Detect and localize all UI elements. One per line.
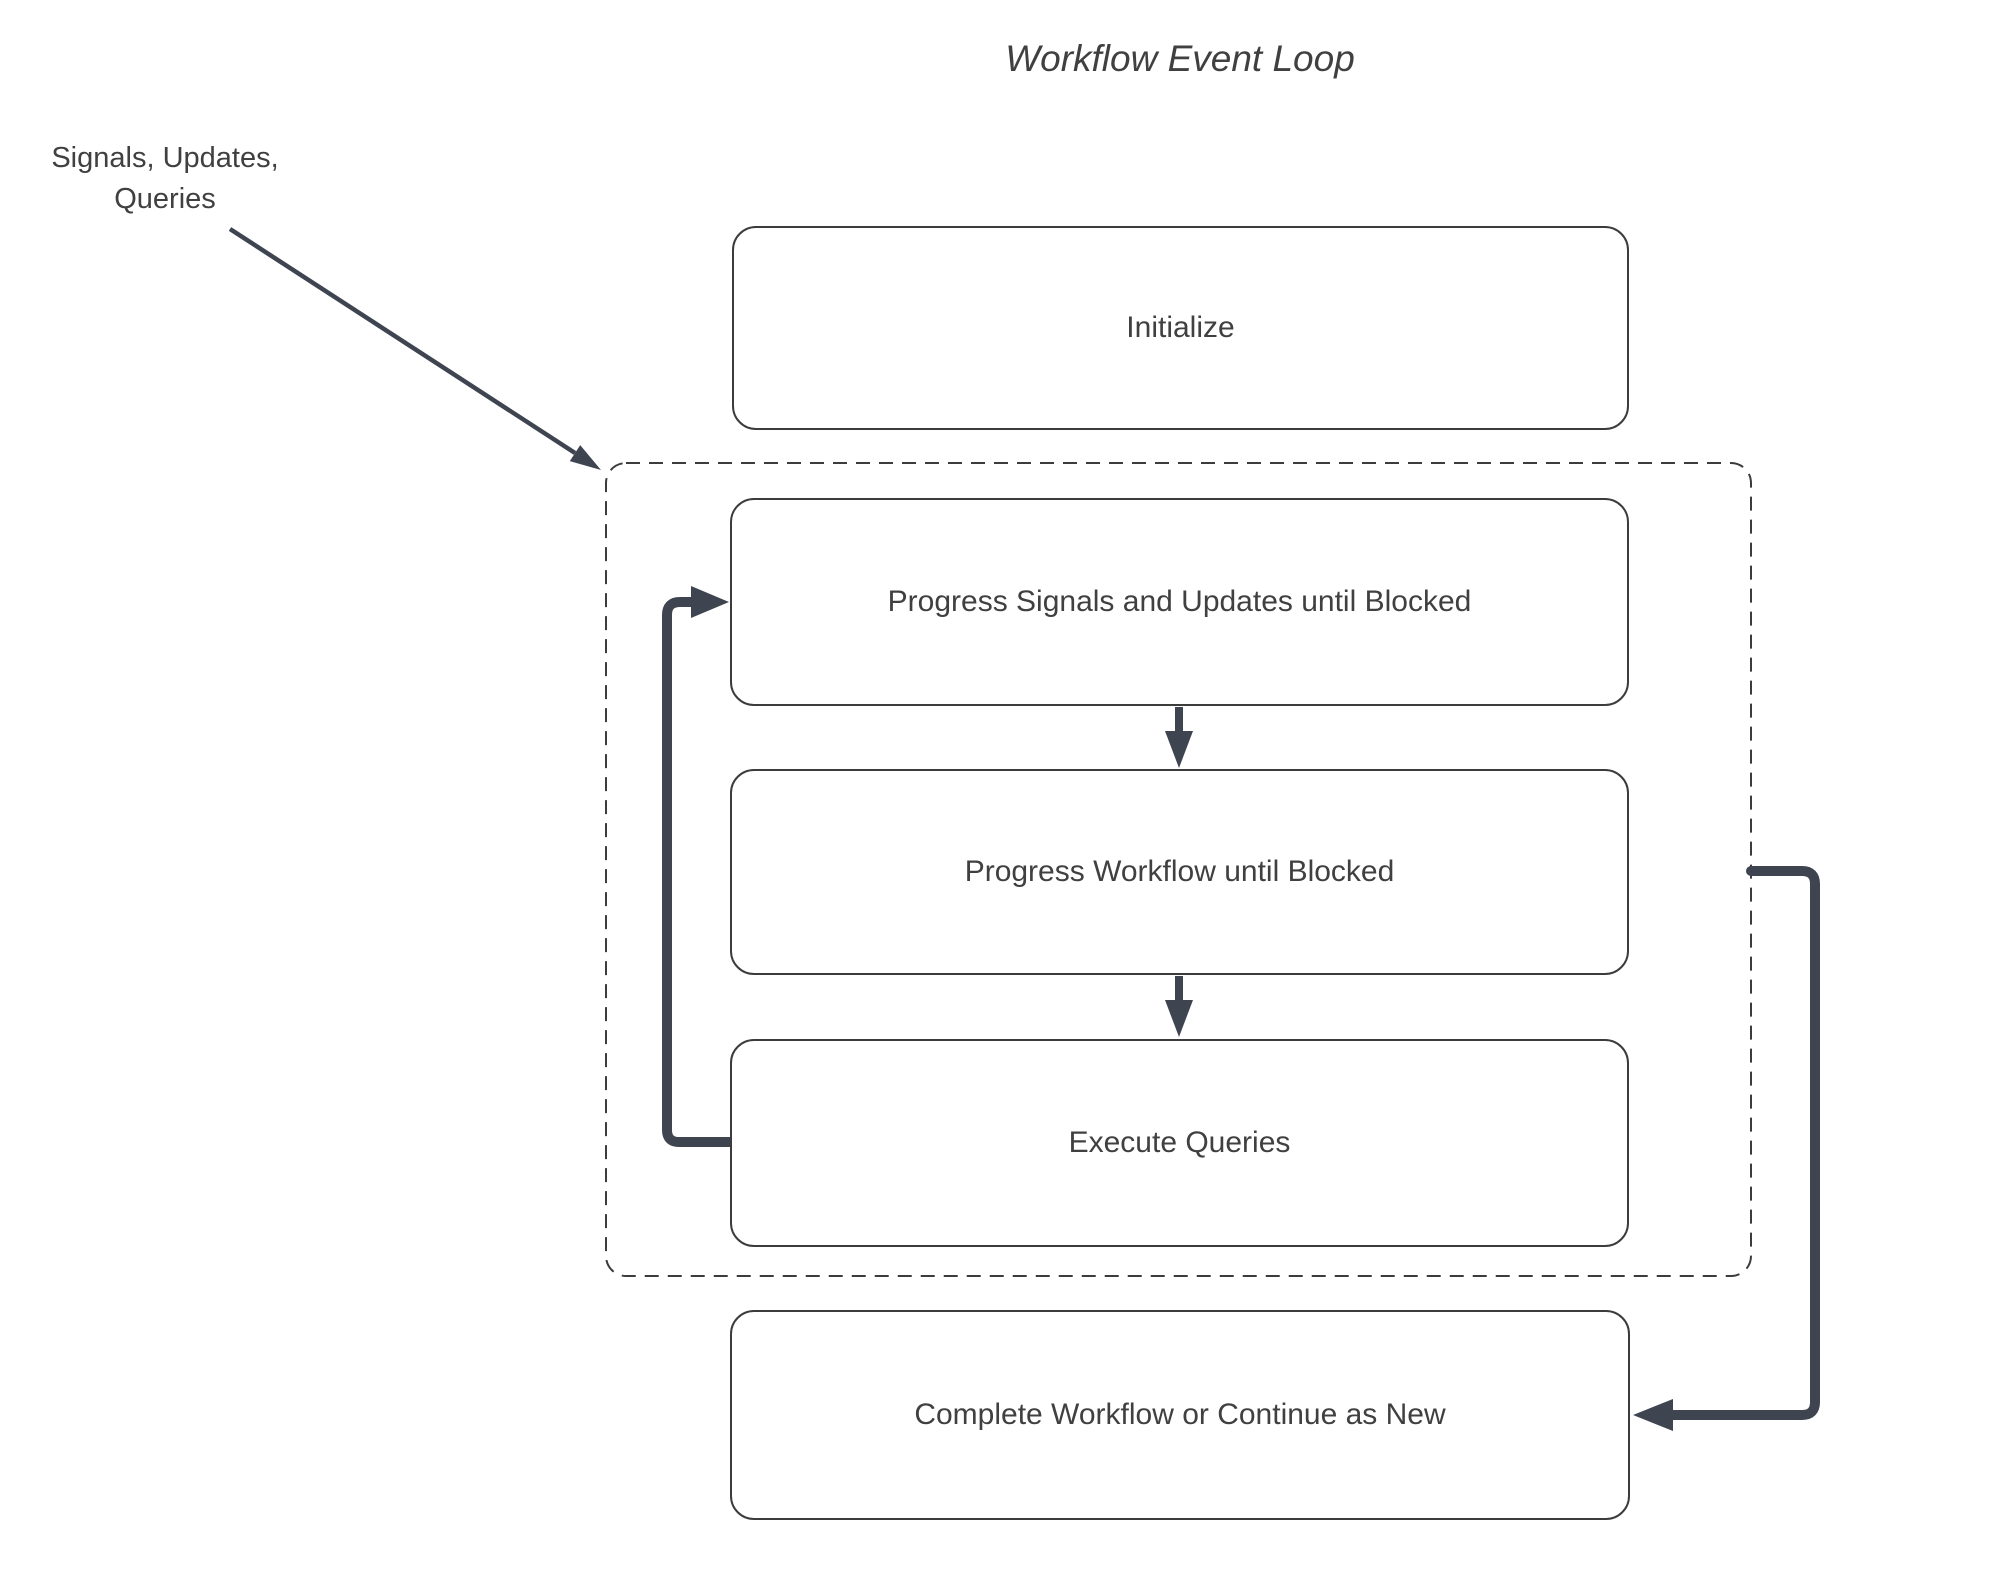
node-progress-signals: Progress Signals and Updates until Block… xyxy=(730,498,1629,706)
node-initialize-label: Initialize xyxy=(1126,311,1235,344)
arrow-workflow-to-queries xyxy=(1165,976,1193,1037)
node-progress-workflow: Progress Workflow until Blocked xyxy=(730,769,1629,975)
arrow-signals-to-workflow xyxy=(1165,707,1193,768)
continue-as-new-arrow xyxy=(1633,866,1820,1431)
loop-back-arrow xyxy=(662,586,730,1147)
node-progress-signals-label: Progress Signals and Updates until Block… xyxy=(887,585,1472,618)
node-initialize: Initialize xyxy=(732,226,1629,430)
page-title: Workflow Event Loop xyxy=(1005,38,1355,79)
node-progress-workflow-label: Progress Workflow until Blocked xyxy=(964,855,1395,888)
node-complete: Complete Workflow or Continue as New xyxy=(730,1310,1630,1520)
node-execute-queries: Execute Queries xyxy=(730,1039,1629,1247)
external-input-label: Signals, Updates, Queries xyxy=(51,142,279,215)
node-execute-queries-label: Execute Queries xyxy=(1068,1126,1291,1159)
node-complete-label: Complete Workflow or Continue as New xyxy=(914,1398,1446,1431)
external-input-arrow xyxy=(228,227,601,470)
